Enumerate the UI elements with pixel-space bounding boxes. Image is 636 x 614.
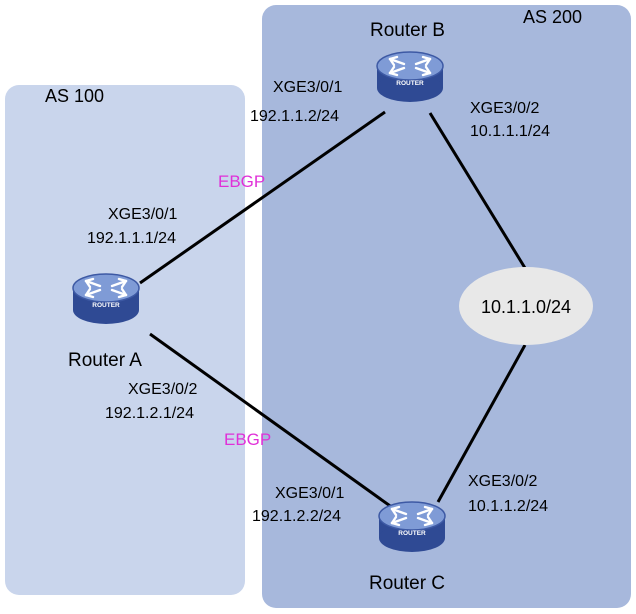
router-c-name: Router C	[369, 573, 445, 594]
router-a-xge301-ip: 192.1.1.1/24	[87, 230, 176, 247]
link-a-b	[139, 110, 386, 285]
router-a-badge: ROUTER	[92, 302, 120, 309]
link-b-network	[428, 112, 527, 269]
router-b-xge301-if: XGE3/0/1	[273, 79, 342, 96]
as100-area	[5, 85, 245, 595]
router-a-name: Router A	[68, 350, 142, 371]
router-a-xge302-ip: 192.1.2.1/24	[105, 405, 194, 422]
router-b-name: Router B	[370, 20, 445, 41]
router-a-xge302-if: XGE3/0/2	[128, 381, 197, 398]
router-c-xge301-if: XGE3/0/1	[275, 485, 344, 502]
router-b-icon[interactable]: ROUTER	[375, 50, 445, 104]
router-b-xge302-ip: 10.1.1.1/24	[470, 123, 550, 140]
router-c-icon[interactable]: ROUTER	[377, 500, 447, 554]
router-c-xge302-if: XGE3/0/2	[468, 473, 537, 490]
router-b-xge301-ip: 192.1.1.2/24	[250, 108, 339, 125]
as200-label: AS 200	[523, 7, 582, 27]
ebgp-label-ac: EBGP	[224, 430, 271, 449]
network-ellipse	[459, 267, 593, 345]
ebgp-label-ab: EBGP	[218, 172, 265, 191]
router-b-badge: ROUTER	[396, 80, 424, 87]
as100-label: AS 100	[45, 86, 104, 106]
router-a-xge301-if: XGE3/0/1	[108, 206, 177, 223]
router-c-xge302-ip: 10.1.1.2/24	[468, 498, 548, 515]
router-b-xge302-if: XGE3/0/2	[470, 100, 539, 117]
network-label: 10.1.1.0/24	[481, 297, 571, 317]
as200-area	[262, 5, 631, 608]
router-c-badge: ROUTER	[398, 530, 426, 537]
router-c-xge301-ip: 192.1.2.2/24	[252, 508, 341, 525]
link-c-network	[436, 344, 527, 503]
link-a-c	[149, 332, 394, 510]
router-a-icon[interactable]: ROUTER	[71, 272, 141, 326]
